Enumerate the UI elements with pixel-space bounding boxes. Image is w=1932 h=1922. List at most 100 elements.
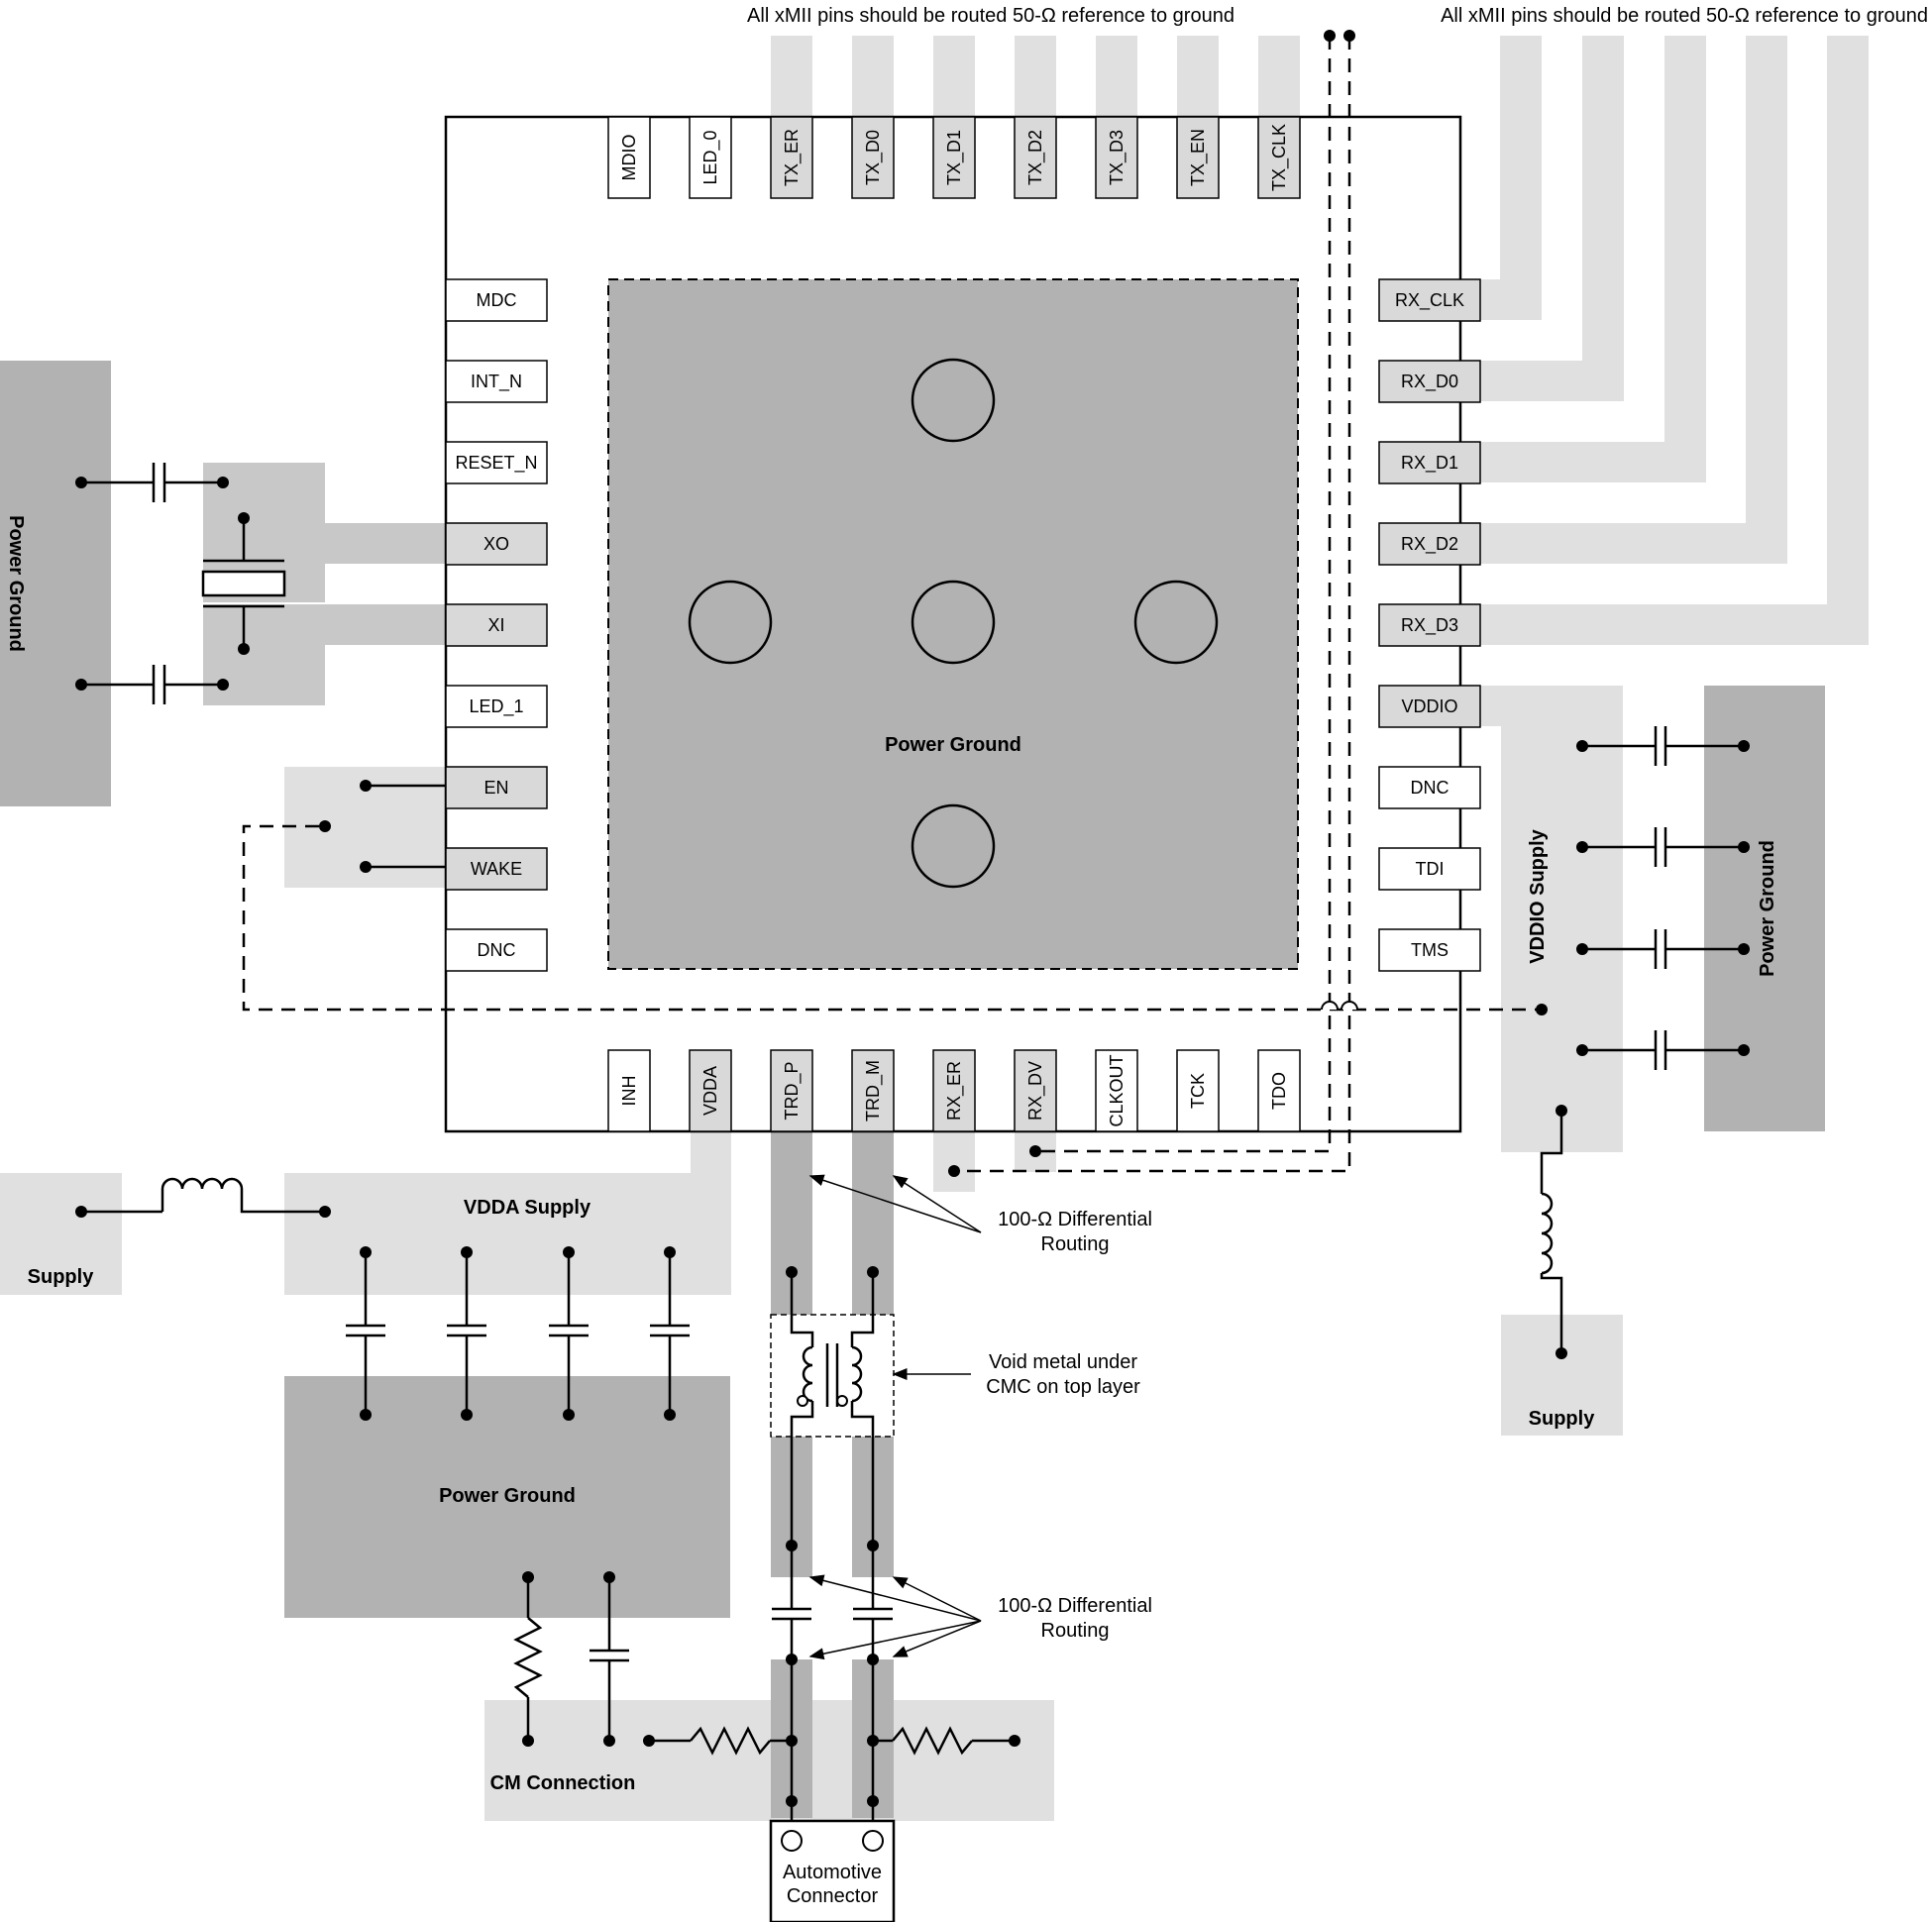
pin-bottom-tck: TCK <box>1176 1049 1220 1132</box>
right-ground-region <box>1704 686 1825 1131</box>
right-ground-label: Power Ground <box>1757 840 1778 977</box>
top-xmii-traces <box>771 36 1300 119</box>
cmc-void-note-2: CMC on top layer <box>986 1376 1140 1398</box>
pin-label: TX_D0 <box>863 130 884 185</box>
crystal-circuit <box>75 463 286 704</box>
right-xmii-traces <box>1459 36 1869 645</box>
pin-left-int-n: INT_N <box>445 360 548 403</box>
pin-left-xi: XI <box>445 603 548 647</box>
xmii-note-right: All xMII pins should be routed 50-Ω refe… <box>1441 5 1928 27</box>
pin-label: XO <box>483 534 509 554</box>
pin-label: EN <box>483 778 508 798</box>
vddio-supply-region <box>1459 686 1623 1152</box>
en-wake-circuit <box>242 780 1548 1015</box>
pin-right-rx-d3: RX_D3 <box>1378 603 1481 647</box>
pins-bottom: INH VDDA TRD_P TRD_M RX_ER RX_DV CLKOUT TCK TDO <box>607 1049 1301 1132</box>
pin-bottom-tdo: TDO <box>1257 1049 1301 1132</box>
pin-label: TX_ER <box>782 129 803 186</box>
crystal-region-lower <box>203 604 446 705</box>
connector-pin-m <box>862 1830 884 1852</box>
pin-label: TDI <box>1416 859 1445 879</box>
xmii-note-top: All xMII pins should be routed 50-Ω refe… <box>747 5 1234 27</box>
pin-label: TX_D3 <box>1107 130 1127 185</box>
differential-pair-components <box>770 1266 895 1825</box>
pin-right-vddio: VDDIO <box>1378 685 1481 728</box>
pin-left-led-1: LED_1 <box>445 685 548 728</box>
pin-top-tx-en: TX_EN <box>1176 116 1220 199</box>
connector-label-line2: Connector <box>787 1885 879 1907</box>
supply-left-label: Supply <box>28 1266 95 1288</box>
pin-right-dnc: DNC <box>1378 766 1481 809</box>
pin-right-rx-clk: RX_CLK <box>1378 278 1481 322</box>
pin-label: INT_N <box>471 372 522 392</box>
pin-label: RX_D0 <box>1401 372 1458 392</box>
supply-right-label: Supply <box>1529 1408 1596 1430</box>
diff-routing-note-upper-2: Routing <box>1041 1233 1110 1255</box>
pin-label: TX_EN <box>1188 129 1209 186</box>
pin-label: TX_D1 <box>944 130 965 185</box>
pin-bottom-trd-p: TRD_P <box>770 1049 813 1132</box>
diff-routing-note-lower-1: 100-Ω Differential <box>998 1595 1152 1617</box>
left-ground-region <box>0 361 111 806</box>
center-ground-label: Power Ground <box>885 734 1021 756</box>
cm-connection-label: CM Connection <box>490 1772 636 1794</box>
cm-connection-region <box>484 1700 1054 1821</box>
pin-label: TCK <box>1188 1073 1208 1109</box>
pin-left-wake: WAKE <box>445 847 548 891</box>
pin-right-rx-d2: RX_D2 <box>1378 522 1481 566</box>
pin-bottom-trd-m: TRD_M <box>851 1049 895 1132</box>
connector-label-line1: Automotive <box>783 1862 882 1883</box>
pin-left-reset-n: RESET_N <box>445 441 548 484</box>
pin-label: MDIO <box>619 135 639 181</box>
en-wake-region <box>284 767 446 888</box>
pin-label: TX_CLK <box>1269 124 1290 191</box>
thermal-vias <box>688 358 1219 889</box>
pin-label: LED_1 <box>469 696 523 717</box>
pin-label: INH <box>619 1076 639 1107</box>
pin-label: TDO <box>1269 1072 1289 1110</box>
pin-bottom-rx-dv: RX_DV <box>1014 1049 1057 1132</box>
pin-label: RX_CLK <box>1395 290 1464 311</box>
pin-top-tx-d0: TX_D0 <box>851 116 895 199</box>
pin-right-rx-d0: RX_D0 <box>1378 360 1481 403</box>
cmc-void-box <box>770 1314 895 1438</box>
pin-bottom-vdda: VDDA <box>689 1049 732 1132</box>
pin-bottom-inh: INH <box>607 1049 651 1132</box>
pin-left-xo: XO <box>445 522 548 566</box>
supply-left-region <box>0 1173 122 1295</box>
pin-label: RX_DV <box>1025 1061 1046 1121</box>
vddio-decoupling <box>1540 726 1750 1359</box>
pin-label: VDDIO <box>1401 696 1457 716</box>
pin-right-rx-d1: RX_D1 <box>1378 441 1481 484</box>
via-center <box>911 580 996 665</box>
pin-label: TRD_M <box>863 1060 884 1121</box>
pin-left-en: EN <box>445 766 548 809</box>
diff-routing-note-upper-1: 100-Ω Differential <box>998 1209 1152 1230</box>
pin-top-tx-er: TX_ER <box>770 116 813 199</box>
vddio-supply-label: VDDIO Supply <box>1527 828 1549 963</box>
vdda-supply-label: VDDA Supply <box>464 1197 591 1219</box>
dashed-clock-loops <box>948 30 1358 1177</box>
callout-arrows <box>808 1174 982 1660</box>
via-left <box>688 580 773 665</box>
pin-label: MDC <box>477 290 517 310</box>
left-ground-label: Power Ground <box>5 515 27 652</box>
vdda-circuit <box>75 1177 331 1218</box>
pin-top-tx-clk: TX_CLK <box>1257 116 1301 199</box>
pin-bottom-rx-er: RX_ER <box>932 1049 976 1132</box>
pin-right-tdi: TDI <box>1378 847 1481 891</box>
pin-label: RX_D3 <box>1401 615 1458 636</box>
pin-label: VDDA <box>700 1066 720 1116</box>
vdda-decoupling <box>346 1246 690 1421</box>
pin-top-tx-d3: TX_D3 <box>1095 116 1138 199</box>
rx-er-trace <box>933 1132 975 1192</box>
pin-top-mdio: MDIO <box>607 116 651 199</box>
pin-label: TRD_P <box>782 1061 803 1120</box>
pin-left-mdc: MDC <box>445 278 548 322</box>
pin-label: XI <box>487 615 504 635</box>
pin-bottom-clkout: CLKOUT <box>1095 1049 1138 1132</box>
